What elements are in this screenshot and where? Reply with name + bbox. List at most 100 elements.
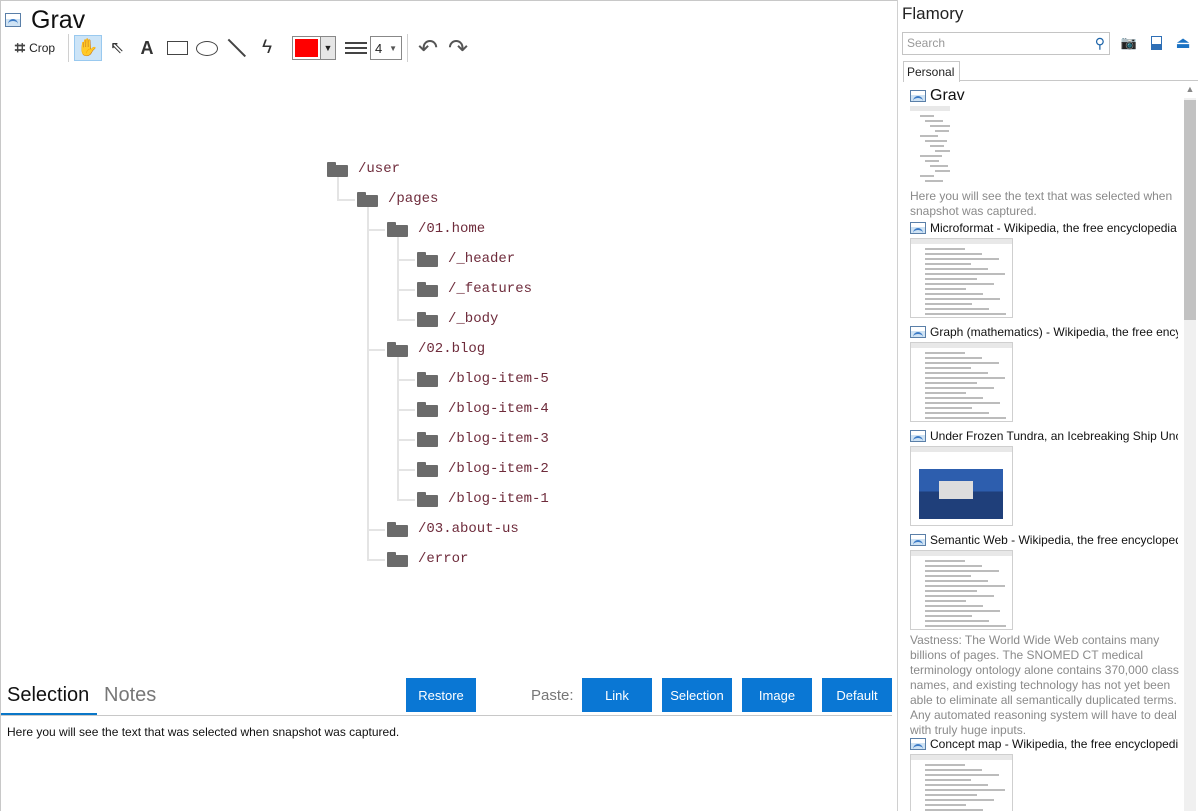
crop-button[interactable]: ⌗ Crop: [7, 35, 63, 61]
freehand-tool-button[interactable]: ϟ: [252, 35, 282, 61]
page-icon: [910, 534, 926, 546]
scroll-up-arrow[interactable]: ▲: [1185, 84, 1195, 94]
scrollbar[interactable]: [1184, 98, 1196, 811]
paste-default-button[interactable]: Default: [822, 678, 892, 712]
page-icon: [5, 13, 21, 27]
tab-personal[interactable]: Personal: [903, 61, 960, 82]
redo-icon: ↷: [447, 34, 469, 62]
line-tool-button[interactable]: [222, 35, 252, 61]
tree-node-label: /user: [358, 161, 401, 177]
line-width-icon: [342, 35, 370, 61]
snapshot-title: Grav: [31, 6, 86, 34]
snapshot-item-header: Concept map - Wikipedia, the free encycl…: [910, 736, 1180, 752]
tree-connector: [397, 236, 399, 289]
restore-button[interactable]: Restore: [406, 678, 476, 712]
tree-node: /blog-item-3: [417, 428, 549, 450]
collapse-icon[interactable]: ⏏: [1175, 35, 1191, 52]
tree-connector: [397, 356, 399, 379]
page-icon: [910, 222, 926, 234]
divider: [960, 80, 1198, 81]
scrollbar-thumb[interactable]: [1184, 100, 1196, 320]
tab-selection[interactable]: Selection: [7, 684, 90, 706]
snapshot-item-title: Graph (mathematics) - Wikipedia, the fre…: [930, 325, 1178, 339]
tree-connector: [367, 206, 369, 349]
tree-node-label: /01.home: [418, 221, 486, 237]
snapshot-item-header: Grav: [910, 87, 1180, 104]
chevron-down-icon: ▼: [389, 43, 397, 53]
tree-node-label: /_body: [448, 311, 499, 327]
tree-connector: [367, 206, 369, 229]
tree-node: /blog-item-4: [417, 398, 549, 420]
tree-node-label: /02.blog: [418, 341, 486, 357]
snapshot-header: Grav: [5, 5, 85, 35]
redo-button[interactable]: ↷: [443, 34, 473, 62]
undo-button[interactable]: ↶: [413, 35, 443, 62]
snapshot-thumbnail: [910, 446, 1013, 526]
snapshot-item-header: Semantic Web - Wikipedia, the free encyc…: [910, 532, 1180, 548]
snapshot-thumbnail: [910, 550, 1013, 630]
text-tool-button[interactable]: A: [132, 35, 162, 61]
color-picker[interactable]: ▼: [292, 36, 336, 60]
tree-connector: [397, 319, 415, 321]
paste-selection-button[interactable]: Selection: [662, 678, 732, 712]
tree-node-label: /blog-item-4: [448, 401, 549, 417]
tree-connector: [397, 379, 415, 381]
folder-icon: [417, 461, 438, 477]
snapshot-list-item[interactable]: Microformat - Wikipedia, the free encycl…: [910, 220, 1180, 318]
folder-icon: [387, 341, 408, 357]
folder-icon: [417, 491, 438, 507]
rectangle-icon: [166, 41, 188, 55]
camera-icon[interactable]: 📷: [1120, 35, 1138, 50]
snapshot-list-item[interactable]: Semantic Web - Wikipedia, the free encyc…: [910, 532, 1180, 738]
rectangle-tool-button[interactable]: [162, 35, 192, 61]
selected-text[interactable]: Here you will see the text that was sele…: [7, 725, 400, 739]
snapshot-item-header: Under Frozen Tundra, an Icebreaking Ship…: [910, 428, 1180, 444]
toolbar-divider: [68, 34, 69, 62]
folder-icon: [417, 401, 438, 417]
page-icon: [910, 738, 926, 750]
active-tab-indicator: [1, 713, 97, 715]
snapshot-item-description: Vastness: The World Wide Web contains ma…: [910, 633, 1179, 737]
tab-notes[interactable]: Notes: [104, 684, 157, 706]
snapshot-list-item[interactable]: Graph (mathematics) - Wikipedia, the fre…: [910, 324, 1180, 422]
folder-icon: [417, 371, 438, 387]
page-icon: [910, 90, 926, 102]
tree-node: /blog-item-2: [417, 458, 549, 480]
snapshot-thumbnail: [910, 106, 950, 186]
ellipse-tool-button[interactable]: [192, 35, 222, 61]
folder-icon: [387, 521, 408, 537]
tree-connector: [397, 409, 415, 411]
tree-node-label: /pages: [388, 191, 439, 207]
tree-connector: [397, 439, 415, 441]
page-icon: [910, 326, 926, 338]
search-input[interactable]: Search ⚲: [902, 32, 1110, 55]
chevron-down-icon: ▼: [320, 37, 335, 59]
snapshot-list-item[interactable]: Concept map - Wikipedia, the free encycl…: [910, 736, 1180, 811]
tree-node-label: /_features: [448, 281, 533, 297]
line-width-select[interactable]: 4 ▼: [370, 36, 402, 60]
tree-connector: [397, 356, 399, 409]
divider: [1, 715, 892, 716]
snapshot-item-header: Microformat - Wikipedia, the free encycl…: [910, 220, 1180, 236]
search-icon[interactable]: ⚲: [1094, 35, 1105, 51]
tree-node: /_features: [417, 278, 532, 300]
paste-label: Paste:: [531, 687, 574, 704]
select-tool-button[interactable]: ⇖: [102, 35, 132, 61]
paste-image-button[interactable]: Image: [742, 678, 812, 712]
snapshot-thumbnail: [910, 238, 1013, 318]
line-width-value: 4: [375, 40, 383, 56]
tree-connector: [397, 236, 399, 259]
tree-node: /user: [327, 158, 400, 180]
tree-node: /_body: [417, 308, 498, 330]
document-icon[interactable]: [1147, 34, 1165, 52]
tree-connector: [397, 499, 415, 501]
text-icon: A: [140, 37, 154, 58]
snapshot-list-item[interactable]: Under Frozen Tundra, an Icebreaking Ship…: [910, 428, 1180, 526]
paste-link-button[interactable]: Link: [582, 678, 652, 712]
tree-node-label: /03.about-us: [418, 521, 519, 537]
hand-tool-button[interactable]: ✋: [74, 35, 102, 61]
snapshot-thumbnail: [910, 342, 1013, 422]
